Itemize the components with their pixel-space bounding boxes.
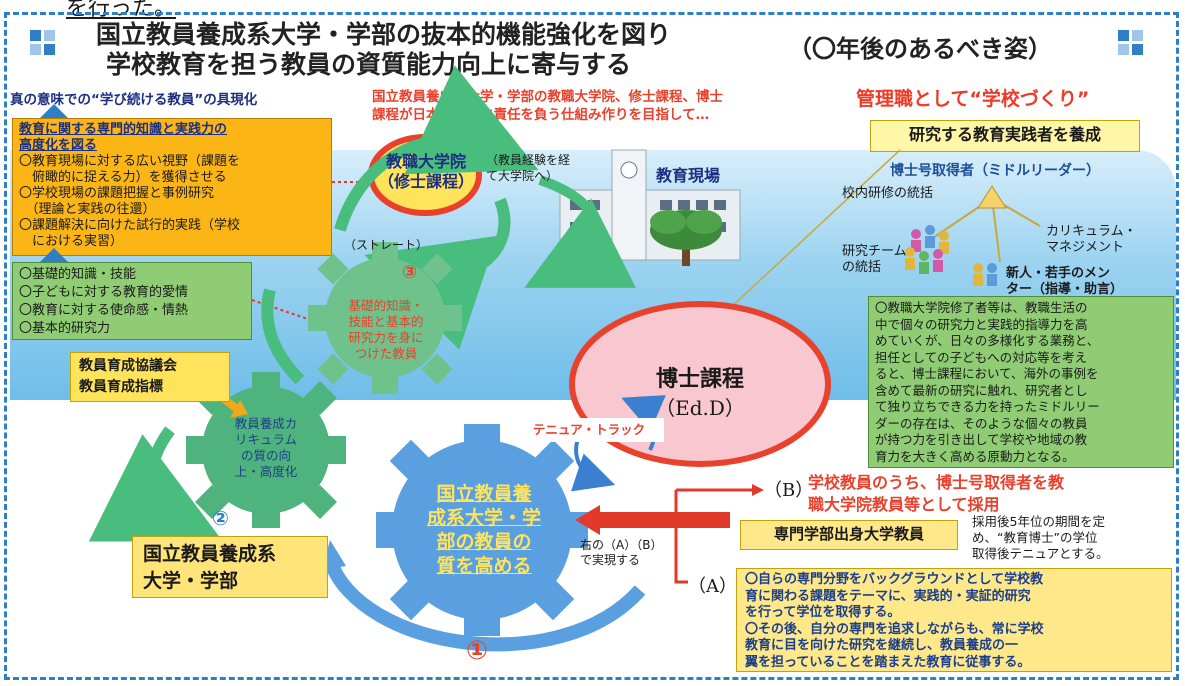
school-label: 教育現場 [656, 166, 721, 185]
banner-left: 真の意味での“学び続ける教員”の具現化 [10, 92, 258, 108]
doctoral-line-2: （Ed.D） [655, 396, 745, 420]
role-research-team: 研究チーム の統括 [842, 244, 907, 275]
title-sub: （〇年後のあるべき姿） [788, 35, 1052, 63]
green-item-2: 〇子どもに対する教育的愛情 [19, 285, 189, 300]
senmon-box: 専門学部出身大学教員 [740, 520, 958, 550]
pointer-triangle-icon [40, 248, 68, 262]
green-right-box: 〇教職大学院修了者等は、教職生活の 中で個々の研究力と実践的指導力を高 めていく… [868, 296, 1174, 468]
title-line-1: 国立教員養成系大学・学部の抜本的機能強化を図り [96, 20, 672, 49]
kyoshoku-label: 教職大学院 （修士課程） [376, 152, 476, 192]
gear3-number: ③ [402, 262, 418, 283]
orange-item-3: 〇課題解決に向けた試行的実践（学校 における実習） [19, 218, 241, 249]
university-box: 国立教員養成系 大学・学部 [132, 536, 328, 598]
orange-item-1: 〇教育現場に対する広い視野（課題を 俯瞰的に捉える力）を獲得させる [19, 154, 241, 185]
doctoral-label: 博士課程 （Ed.D） [600, 366, 800, 422]
orange-box-heading: 教育に関する専門的知識と実践力の 高度化を図る [19, 122, 228, 153]
gear1-text: 国立教員養 成系大学・学 部の教員の 質を高める [426, 483, 541, 577]
gear3-text: 基礎的知識・ 技能と基本的 研究力を身に つけた教員 [348, 298, 424, 361]
cycle-arrow [524, 175, 637, 288]
management-label: 管理職として“学校づくり” [856, 88, 1090, 110]
grid-squares-icon [1118, 30, 1144, 56]
green-item-4: 〇基本的研究力 [19, 321, 111, 336]
cycle-arrow [334, 65, 539, 232]
green-item-3: 〇教育に対する使命感・情熱 [19, 303, 189, 318]
ab-bracket [674, 488, 752, 584]
dashed-frame [4, 12, 1179, 680]
person-figure-icon [977, 185, 1007, 209]
gear2-text: 教員養成カ リキュラム の質の向 上・高度化 [234, 416, 298, 479]
realize-note: 右の（A）（B） で実現する [580, 538, 663, 567]
green-basics-box: 〇基礎的知識・技能 〇子どもに対する教育的愛情 〇教育に対する使命感・情熱 〇基… [12, 262, 252, 340]
doctor-holder-label: 博士号取得者（ミドルリーダー） [890, 163, 1100, 179]
arrow-icon [575, 505, 730, 535]
role-mentor: 新人・若手のメン ター（指導・助言） [1006, 266, 1124, 297]
orange-knowledge-box: 教育に関する専門的知識と実践力の 高度化を図る 〇教育現場に対する広い視野（課題… [12, 118, 332, 256]
doctoral-line-1: 博士課程 [655, 367, 744, 392]
cycle-arrow [323, 557, 646, 652]
kyoshoku-line-1: 教職大学院 [385, 152, 466, 171]
tenure-label: テニュア・トラック [514, 418, 664, 442]
cycle-arrow [261, 288, 305, 385]
gear-icon [186, 372, 346, 528]
researcher-box: 研究する教育実践者を養成 [870, 120, 1140, 152]
green-item-1: 〇基礎的知識・技能 [19, 267, 137, 282]
arrow-icon [752, 484, 764, 496]
pointer-triangle-icon [40, 104, 68, 118]
b-text: 学校教員のうち、博士号取得者を教 職大学院教員等として採用 [808, 473, 1065, 514]
tenure-note: 採用後5年位の期間を定 め、“教育博士”の学位 取得後テニュアとする。 [972, 514, 1109, 561]
top-cut-text: を行った。 [66, 0, 177, 21]
grid-squares-icon [30, 30, 56, 56]
experience-note: （教員経験を経 て大学院へ） [486, 153, 571, 183]
b-label: （B） [764, 480, 814, 501]
tree-icon [650, 210, 722, 266]
role-curriculum: カリキュラム・ マネジメント [1046, 224, 1137, 255]
role-kounai: 校内研修の統括 [842, 186, 934, 201]
cycle-arrow [88, 426, 223, 542]
orange-item-2: 〇学校現場の課題把握と事例研究 （理論と実践の往還） [19, 186, 215, 217]
arrow-icon [230, 400, 248, 418]
council-box: 教員育成協議会 教員育成指標 [70, 352, 230, 402]
title-line-2: 学校教育を担う教員の資質能力向上に寄与する [106, 50, 632, 79]
gear1-number: ① [466, 636, 489, 666]
gear-icon [308, 242, 462, 394]
gear2-number: ② [212, 506, 229, 530]
arrow-icon [322, 540, 346, 570]
a-box: 〇自らの専門分野をバックグラウンドとして学校教 育に関わる課題をテーマに、実践的… [736, 568, 1172, 672]
a-label: （A） [688, 576, 737, 597]
kyoshoku-line-2: （修士課程） [377, 172, 474, 191]
person-figure-icon [905, 225, 997, 286]
straight-label: （ストレート） [344, 238, 429, 252]
